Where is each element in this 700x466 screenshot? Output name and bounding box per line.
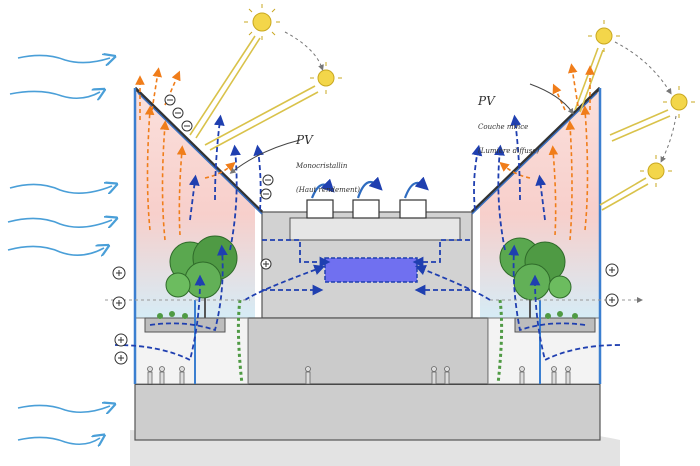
sun-right-1	[588, 20, 620, 52]
right-pv-line1: Couche mince	[478, 123, 529, 132]
roof-terrace	[289, 217, 461, 241]
left-pv-title: PV	[296, 132, 313, 147]
people	[147, 366, 571, 385]
basement	[134, 383, 601, 441]
water-tank	[324, 257, 418, 283]
right-pv-roof	[470, 86, 602, 214]
sun-left-2	[310, 62, 342, 94]
heat-flow	[135, 63, 595, 241]
left-pv-annotation: PV Monocristallin (Haut rendement)	[296, 117, 360, 211]
airflow	[114, 114, 621, 362]
left-pv-roof	[133, 86, 264, 214]
left-pv-line2: (Haut rendement)	[296, 186, 361, 195]
right-pv-annotation: PV Couche mince (Lumière diffuse)	[478, 78, 539, 172]
right-pv-title: PV	[478, 93, 495, 108]
left-tree	[165, 235, 238, 318]
central-building-lower	[247, 317, 489, 385]
wind-arrows	[7, 55, 112, 444]
sun-right-3	[640, 155, 672, 187]
roof-vents	[306, 176, 429, 219]
right-tree	[499, 237, 572, 318]
left-pv-line1: Monocristallin	[296, 162, 348, 171]
sun-left-1	[244, 4, 280, 40]
right-pv-line2: (Lumière diffuse)	[478, 147, 540, 156]
sun-right-2	[663, 86, 695, 118]
